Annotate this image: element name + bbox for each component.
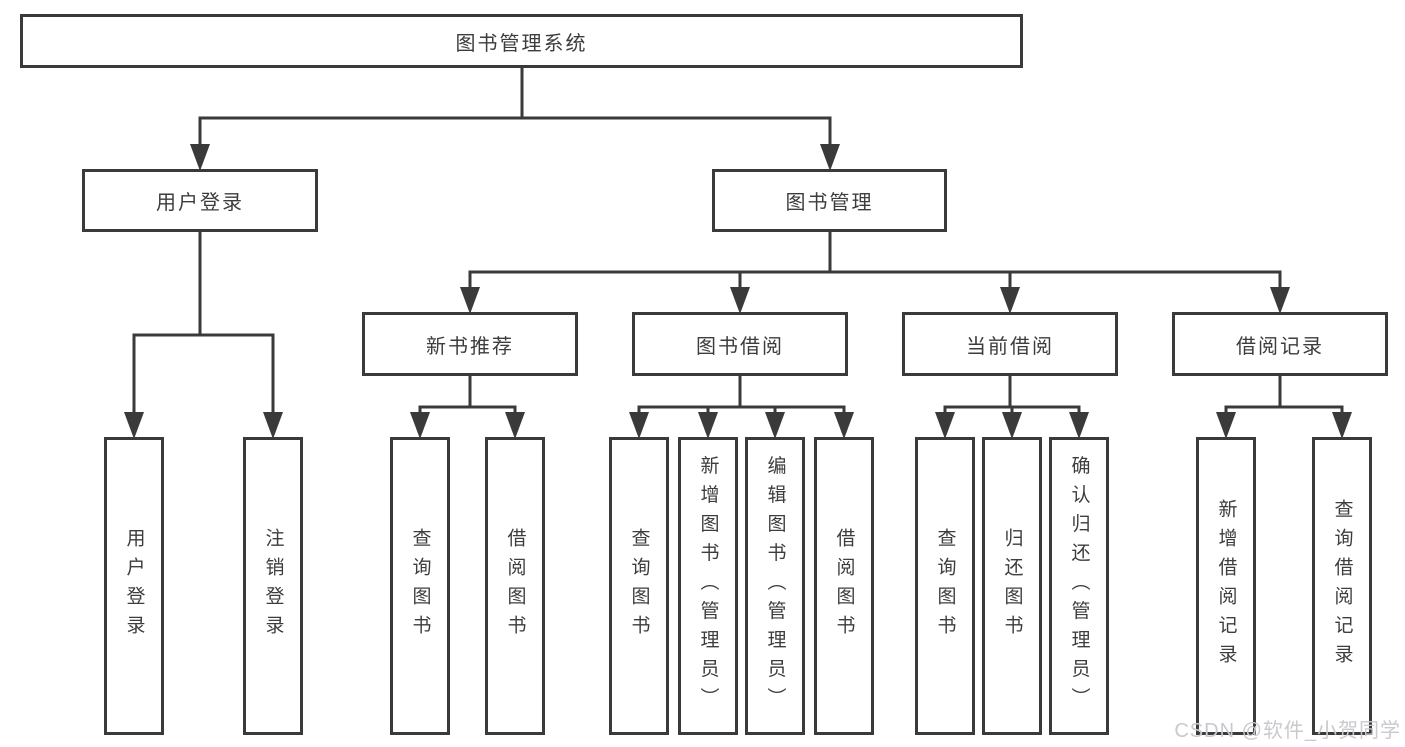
connector-book-management-children	[468, 229, 1282, 296]
leaf-query-books-current: 查询图书	[915, 437, 975, 735]
leaf-label: 查询图书	[628, 528, 650, 644]
leaf-label: 归还图书	[1001, 528, 1023, 644]
connector-current-borrow-children	[943, 374, 1081, 420]
leaf-borrow-books: 借阅图书	[814, 437, 874, 735]
node-current-borrowing: 当前借阅	[902, 312, 1118, 376]
leaf-label: 编辑图书（管理员）	[764, 455, 786, 717]
leaf-query-books-borrow: 查询图书	[609, 437, 669, 735]
connector-root-to-level2	[198, 66, 832, 152]
leaf-logout: 注销登录	[243, 437, 303, 735]
connector-new-book-children	[418, 374, 517, 420]
leaf-label: 查询图书	[409, 528, 431, 644]
leaf-confirm-return-admin: 确认归还（管理员）	[1049, 437, 1109, 735]
node-user-login: 用户登录	[82, 169, 318, 232]
leaf-label: 查询图书	[934, 528, 956, 644]
leaf-user-login: 用户登录	[104, 437, 164, 735]
node-new-book-recommendation: 新书推荐	[362, 312, 578, 376]
leaf-label: 注销登录	[262, 528, 284, 644]
leaf-label: 新增借阅记录	[1215, 499, 1237, 673]
node-library-management-system: 图书管理系统	[20, 14, 1023, 68]
leaf-query-borrow-record: 查询借阅记录	[1312, 437, 1372, 735]
leaf-edit-book-admin: 编辑图书（管理员）	[745, 437, 805, 735]
leaf-borrow-books-recommend: 借阅图书	[485, 437, 545, 735]
node-book-borrowing: 图书借阅	[632, 312, 848, 376]
arrowheads	[124, 144, 1352, 439]
csdn-watermark: CSDN @软件_小贺同学	[1174, 720, 1401, 742]
connector-user-login-children	[132, 229, 275, 420]
node-book-management: 图书管理	[712, 169, 947, 232]
node-borrowing-records: 借阅记录	[1172, 312, 1388, 376]
leaf-label: 查询借阅记录	[1331, 499, 1353, 673]
connector-borrow-records-children	[1224, 374, 1344, 420]
leaf-label: 借阅图书	[833, 528, 855, 644]
leaf-label: 用户登录	[123, 528, 145, 644]
leaf-label: 确认归还（管理员）	[1068, 455, 1090, 717]
leaf-return-book: 归还图书	[982, 437, 1042, 735]
connector-book-borrow-children	[637, 374, 846, 420]
leaf-query-books-recommend: 查询图书	[390, 437, 450, 735]
leaf-label: 新增图书（管理员）	[697, 455, 719, 717]
leaf-add-borrow-record: 新增借阅记录	[1196, 437, 1256, 735]
leaf-add-book-admin: 新增图书（管理员）	[678, 437, 738, 735]
leaf-label: 借阅图书	[504, 528, 526, 644]
